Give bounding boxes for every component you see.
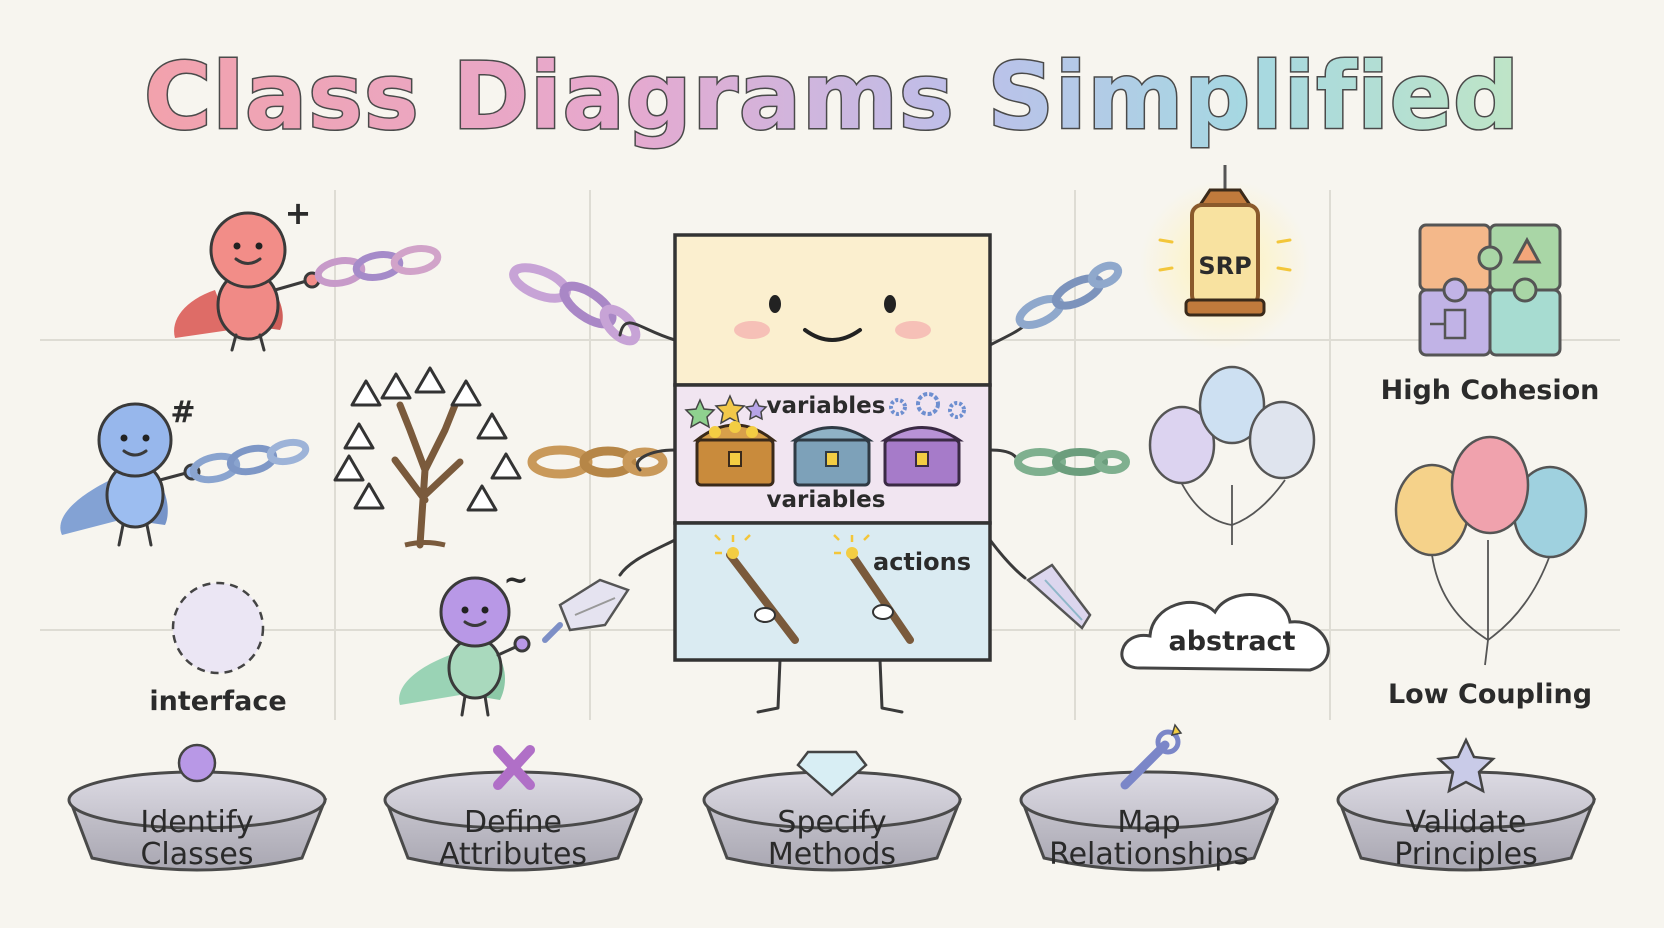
attributes-label-bottom: variables xyxy=(767,487,886,513)
purple-hero-character xyxy=(399,576,531,717)
blue-hero-character xyxy=(60,402,201,547)
red-hero-character xyxy=(174,211,321,352)
step-label-line1: Map xyxy=(1117,805,1180,840)
step-label-line2: Attributes xyxy=(439,837,587,872)
magic-wand-icon xyxy=(833,534,914,644)
public-visibility-symbol: + xyxy=(285,194,312,232)
magic-wand-icon xyxy=(714,534,799,644)
lantern-icon xyxy=(1140,165,1310,350)
chain-link-icon xyxy=(314,245,442,287)
treasure-chest-icon xyxy=(692,421,778,487)
process-steps-row: Identify Classes Define Attributes Speci… xyxy=(67,723,1597,872)
step-label-line1: Identify xyxy=(140,805,253,840)
chain-link-icon xyxy=(1015,261,1123,329)
step-specify-methods: Specify Methods xyxy=(702,750,963,872)
chain-link-icon xyxy=(189,438,310,484)
crystal-chain-icon xyxy=(542,578,630,643)
star-icon xyxy=(1436,737,1496,794)
interface-circle xyxy=(171,581,265,675)
inheritance-tree-icon xyxy=(333,366,522,549)
chain-link-icon xyxy=(527,445,668,479)
step-label-line2: Principles xyxy=(1394,837,1538,872)
protected-visibility-symbol: # xyxy=(170,395,195,430)
balloons-icon xyxy=(1148,365,1316,545)
crossed-bones-icon xyxy=(493,745,535,790)
chain-link-icon xyxy=(509,263,641,346)
star-sparkle-icons xyxy=(684,394,768,429)
package-visibility-symbol: ~ xyxy=(503,563,528,598)
cloud-icon xyxy=(1120,593,1330,672)
step-label-line2: Relationships xyxy=(1049,837,1249,872)
diamond-icon xyxy=(796,750,868,797)
wrench-icon xyxy=(1120,723,1183,790)
class-methods-compartment xyxy=(673,521,992,662)
treasure-chest-icon xyxy=(880,426,964,487)
gear-icons xyxy=(889,392,966,419)
step-identify-classes: Identify Classes xyxy=(67,743,328,872)
class-name-compartment xyxy=(673,233,992,387)
step-define-attributes: Define Attributes xyxy=(383,745,644,872)
balloons-icon xyxy=(1394,435,1588,666)
chain-link-icon xyxy=(1014,448,1130,476)
page-title: Class Diagrams Simplified xyxy=(144,43,1520,150)
high-cohesion-label: High Cohesion xyxy=(1381,375,1600,406)
methods-label: actions xyxy=(873,548,971,576)
interface-label: interface xyxy=(149,686,286,717)
srp-label: SRP xyxy=(1198,252,1251,280)
attributes-label-top: variables xyxy=(767,393,886,419)
step-validate-principles: Validate Principles xyxy=(1336,737,1597,872)
step-label-line1: Define xyxy=(464,805,562,840)
low-coupling-label: Low Coupling xyxy=(1388,679,1592,710)
abstract-label: abstract xyxy=(1169,626,1296,657)
purple-orb-icon xyxy=(177,743,217,783)
step-map-relationships: Map Relationships xyxy=(1019,723,1280,872)
step-label-line2: Classes xyxy=(140,837,253,872)
step-label-line1: Validate xyxy=(1406,805,1527,840)
treasure-chest-icon xyxy=(790,426,874,487)
step-label-line2: Methods xyxy=(768,837,896,872)
crystal-chain-icon xyxy=(1025,563,1092,630)
step-label-line1: Specify xyxy=(777,805,886,840)
puzzle-icon xyxy=(1418,223,1562,357)
